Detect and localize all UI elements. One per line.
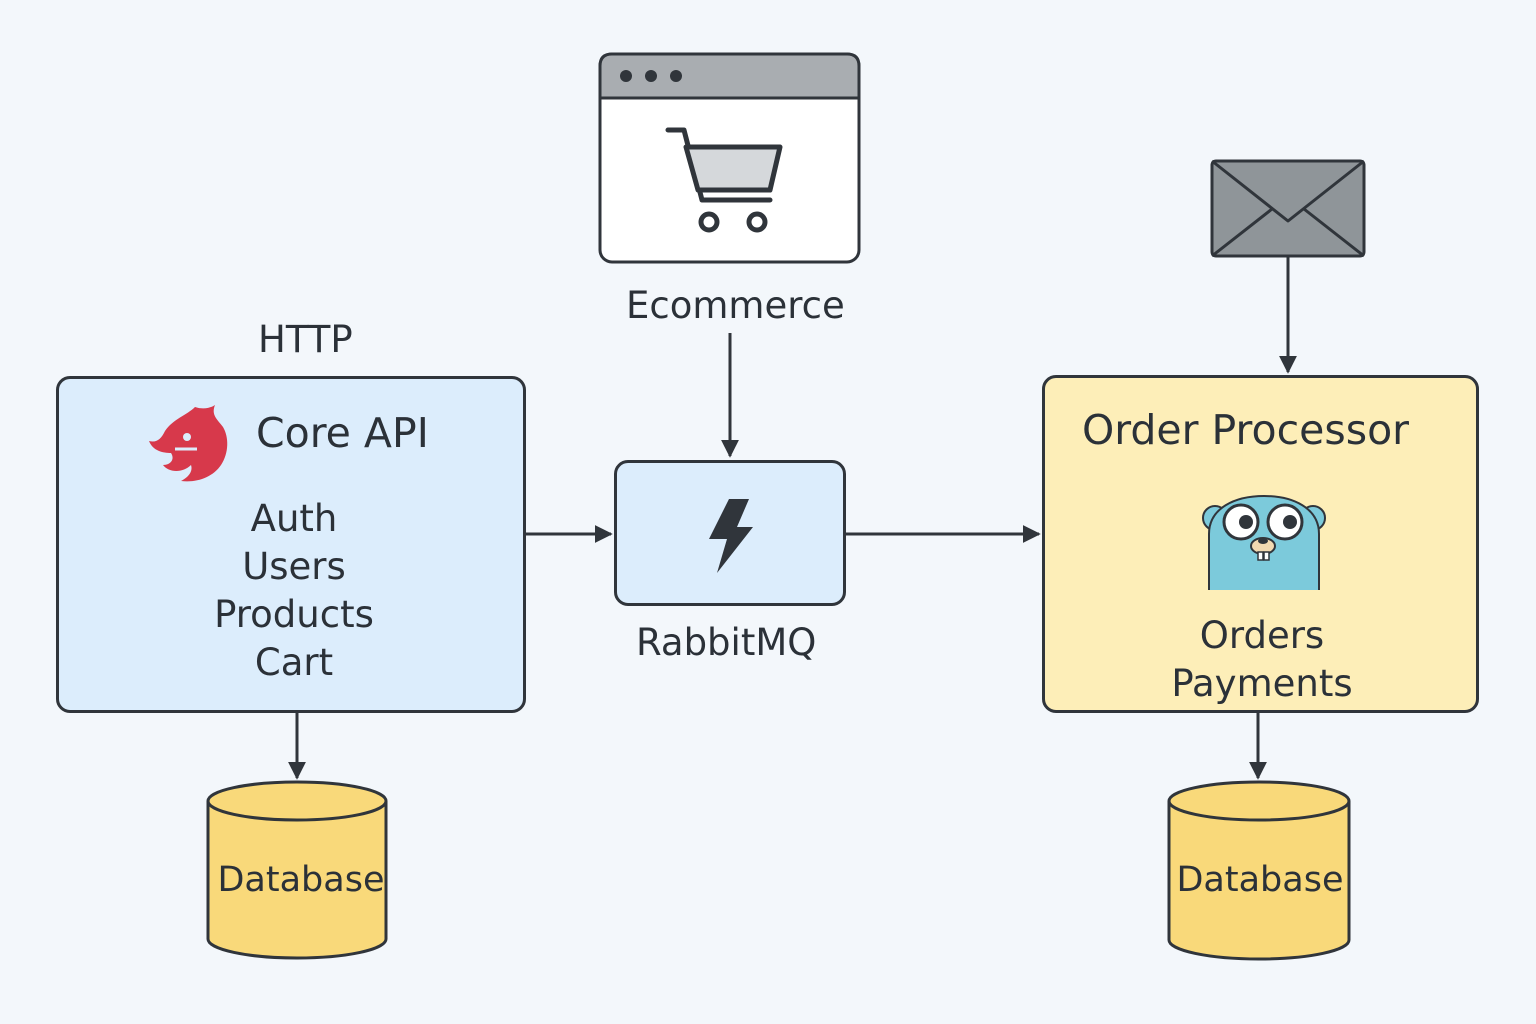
order-database-icon [1167, 780, 1351, 961]
core-api-title: Core API [256, 409, 429, 457]
lightning-bolt-icon [709, 499, 753, 573]
core-database-icon [206, 780, 388, 960]
core-api-module-list: Auth Users Products Cart [59, 495, 529, 687]
envelope-icon [1210, 159, 1366, 258]
nestjs-logo-icon [149, 405, 228, 482]
module-users: Users [242, 545, 346, 588]
module-payments: Payments [1171, 662, 1353, 705]
rabbitmq-broker [614, 460, 846, 606]
http-label: HTTP [258, 318, 353, 361]
module-products: Products [214, 593, 374, 636]
module-orders: Orders [1199, 614, 1325, 657]
order-processor-service: Order Processor Orders Payments [1042, 375, 1479, 713]
rabbitmq-label: RabbitMQ [636, 621, 817, 664]
module-cart: Cart [254, 641, 334, 684]
core-api-service: Core API Auth Users Products Cart [56, 376, 526, 713]
browser-cart-icon [598, 52, 861, 264]
order-database-label: Database [1176, 860, 1344, 900]
core-database-label: Database [217, 860, 385, 900]
order-processor-module-list: Orders Payments [1045, 612, 1479, 708]
module-auth: Auth [250, 497, 338, 540]
order-processor-title: Order Processor [1082, 406, 1410, 454]
ecommerce-label: Ecommerce [626, 284, 845, 327]
go-gopher-icon [1202, 494, 1326, 590]
